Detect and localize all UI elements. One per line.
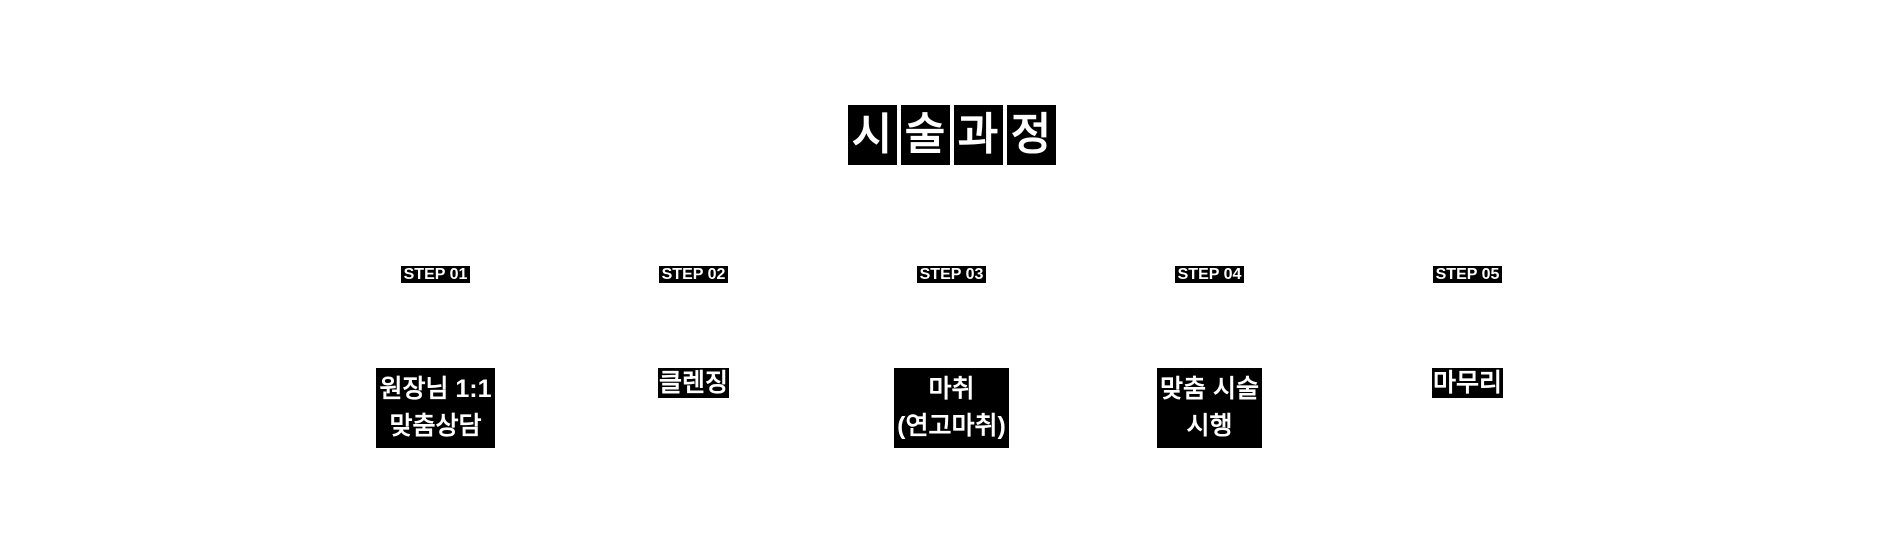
page-title-char: 시: [847, 105, 897, 165]
step-description: 원장님 1:1 맞춤상담: [376, 368, 495, 448]
page-title-char: 정: [1006, 105, 1056, 165]
step-description: 클렌징: [657, 368, 729, 398]
step-item-5: STEP 05 마무리: [1339, 266, 1597, 448]
page-title-char: 술: [900, 105, 950, 165]
step-item-1: STEP 01 원장님 1:1 맞춤상담: [307, 266, 565, 448]
steps-row: STEP 01 원장님 1:1 맞춤상담 STEP 02 클렌징 STEP 03…: [0, 266, 1903, 448]
step-number-badge: STEP 03: [916, 266, 987, 283]
step-number-badge: STEP 04: [1174, 266, 1245, 283]
step-description: 맞춤 시술 시행: [1157, 368, 1262, 448]
step-item-4: STEP 04 맞춤 시술 시행: [1081, 266, 1339, 448]
step-number-badge: STEP 01: [400, 266, 471, 283]
page-title: 시 술 과 정: [0, 105, 1903, 165]
step-description: 마취 (연고마취): [894, 368, 1009, 448]
step-description: 마무리: [1431, 368, 1503, 398]
step-item-2: STEP 02 클렌징: [565, 266, 823, 448]
step-number-badge: STEP 02: [658, 266, 729, 283]
step-number-badge: STEP 05: [1432, 266, 1503, 283]
page-title-char: 과: [953, 105, 1003, 165]
step-item-3: STEP 03 마취 (연고마취): [823, 266, 1081, 448]
